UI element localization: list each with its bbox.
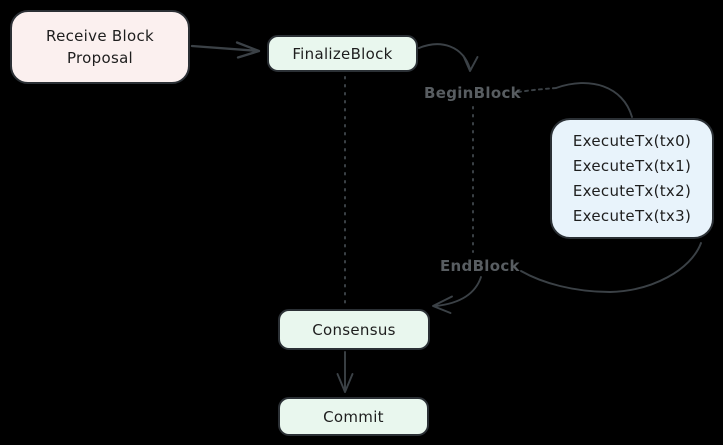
connector-beginblock-to-execute-dashed bbox=[517, 87, 557, 93]
execute-tx-line: ExecuteTx(tx2) bbox=[572, 181, 692, 200]
connector-execute-to-endblock bbox=[520, 242, 702, 293]
receive-label-line1: Receive Block bbox=[46, 27, 154, 45]
finalize-block-label: FinalizeBlock bbox=[292, 44, 393, 63]
end-block-label: EndBlock bbox=[440, 257, 520, 275]
execute-tx-line: ExecuteTx(tx1) bbox=[572, 156, 692, 175]
node-receive-block-proposal: Receive Block Proposal bbox=[10, 10, 190, 84]
arrow-consensus-to-commit bbox=[336, 351, 354, 393]
receive-label-line2: Proposal bbox=[66, 49, 134, 67]
node-finalize-block: FinalizeBlock bbox=[267, 35, 418, 72]
consensus-label: Consensus bbox=[312, 320, 396, 339]
arrow-endblock-to-consensus bbox=[432, 276, 482, 314]
node-consensus: Consensus bbox=[278, 309, 430, 350]
arrow-receive-to-finalize bbox=[190, 41, 261, 59]
arrow-finalize-to-beginblock bbox=[418, 43, 479, 72]
node-commit: Commit bbox=[278, 397, 429, 436]
execute-tx-line: ExecuteTx(tx0) bbox=[572, 131, 692, 150]
connector-beginblock-to-execute bbox=[555, 82, 633, 118]
execute-tx-line: ExecuteTx(tx3) bbox=[572, 206, 692, 225]
commit-label: Commit bbox=[323, 407, 384, 426]
node-execute-tx: ExecuteTx(tx0) ExecuteTx(tx1) ExecuteTx(… bbox=[550, 118, 714, 239]
begin-block-label: BeginBlock bbox=[424, 84, 521, 102]
